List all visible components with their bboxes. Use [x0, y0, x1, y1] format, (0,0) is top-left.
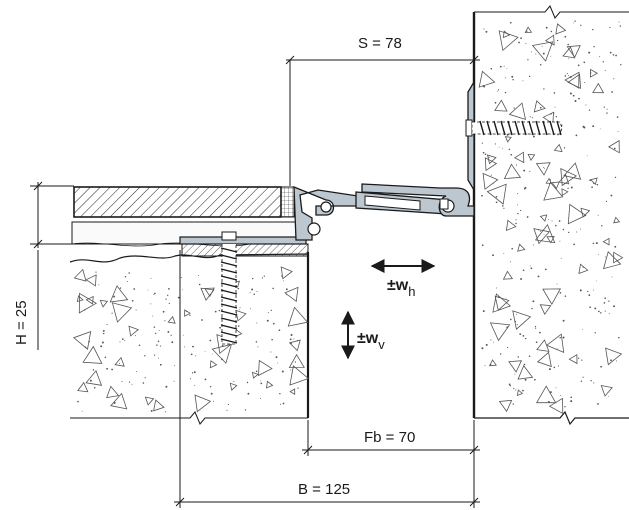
- left-concrete-slab: [69, 252, 310, 425]
- vertical-movement-label: ±wv: [357, 330, 385, 352]
- dimension-b-label: B = 125: [298, 481, 350, 498]
- dimension-s-label: S = 78: [358, 35, 402, 52]
- dimension-fb: [302, 420, 480, 456]
- floor-covering: [73, 186, 296, 223]
- concrete-aggregate: [478, 20, 624, 415]
- horizontal-movement-label: ±wh: [387, 277, 415, 299]
- concrete-aggregate: [73, 266, 310, 413]
- dimension-h: [30, 181, 74, 350]
- dimension-fb-label: Fb = 70: [364, 429, 415, 446]
- floor-anchor-screw: [220, 231, 238, 345]
- joint-profile: [179, 79, 475, 245]
- wall-anchor-screw: [465, 119, 563, 137]
- right-concrete-wall: [472, 5, 629, 426]
- dimension-b: [174, 250, 480, 508]
- dimension-s: [285, 55, 480, 186]
- dimension-h-label: H = 25: [13, 300, 30, 345]
